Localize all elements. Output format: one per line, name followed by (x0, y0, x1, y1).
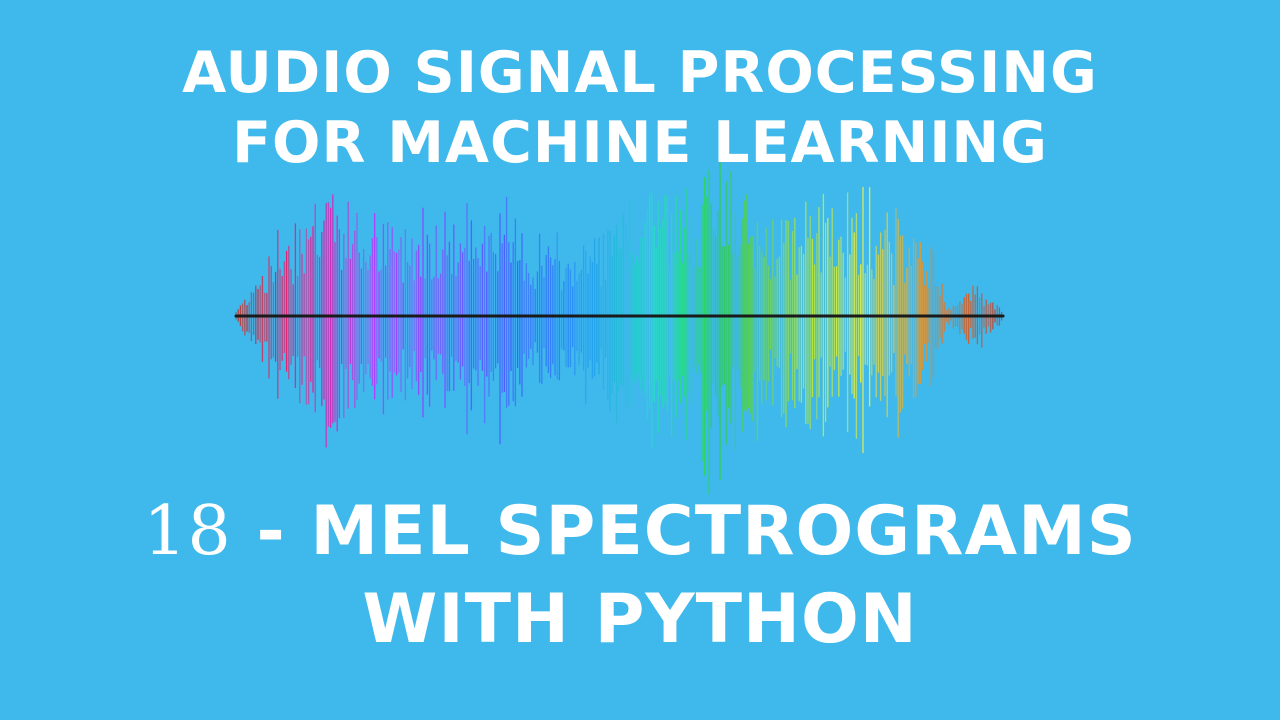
waveform-lines (235, 162, 1003, 495)
episode-title: 18 - MEL SPECTROGRAMS WITH PYTHON (0, 488, 1280, 664)
series-title-line-2: FOR MACHINE LEARNING (232, 110, 1048, 176)
episode-number: 18 (143, 492, 232, 571)
episode-title-line-2: WITH PYTHON (362, 580, 918, 659)
episode-topic: MEL SPECTROGRAMS (310, 492, 1137, 571)
episode-separator: - (256, 492, 286, 571)
series-title: AUDIO SIGNAL PROCESSING FOR MACHINE LEAR… (0, 38, 1280, 178)
episode-title-line-1: 18 - MEL SPECTROGRAMS (0, 488, 1280, 576)
series-title-line-1: AUDIO SIGNAL PROCESSING (182, 40, 1098, 106)
